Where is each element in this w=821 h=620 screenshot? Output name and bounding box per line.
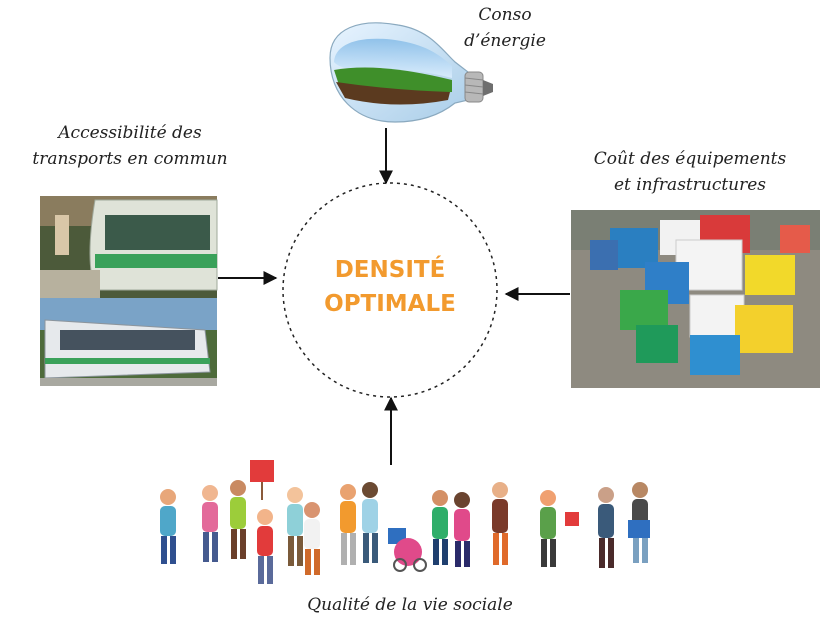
center-title-line1: DENSITÉ [334,257,446,283]
transport-label-line1: Accessibilité des [58,123,202,143]
transport-label: Accessibilité des transports en commun [0,120,260,172]
crowd-illustration [160,460,650,584]
center-title: DENSITÉ OPTIMALE [290,253,490,321]
cost-label: Coût des équipements et infrastructures [560,146,820,198]
light-bulb-icon [329,22,493,123]
tram-photo [40,298,217,386]
infrastructure-photo [571,210,820,388]
energy-label-line2: d’énergie [464,31,546,51]
center-title-line2: OPTIMALE [324,291,456,317]
cost-label-line2: et infrastructures [613,175,767,195]
metro-photo [40,196,218,298]
energy-label: Conso d’énergie [440,2,570,54]
energy-label-line1: Conso [478,5,532,25]
cost-label-line1: Coût des équipements [593,149,787,169]
social-label-line1: Qualité de la vie sociale [307,595,513,615]
transport-label-line2: transports en commun [32,149,228,169]
center-circle [282,182,498,398]
social-label: Qualité de la vie sociale [250,592,570,618]
